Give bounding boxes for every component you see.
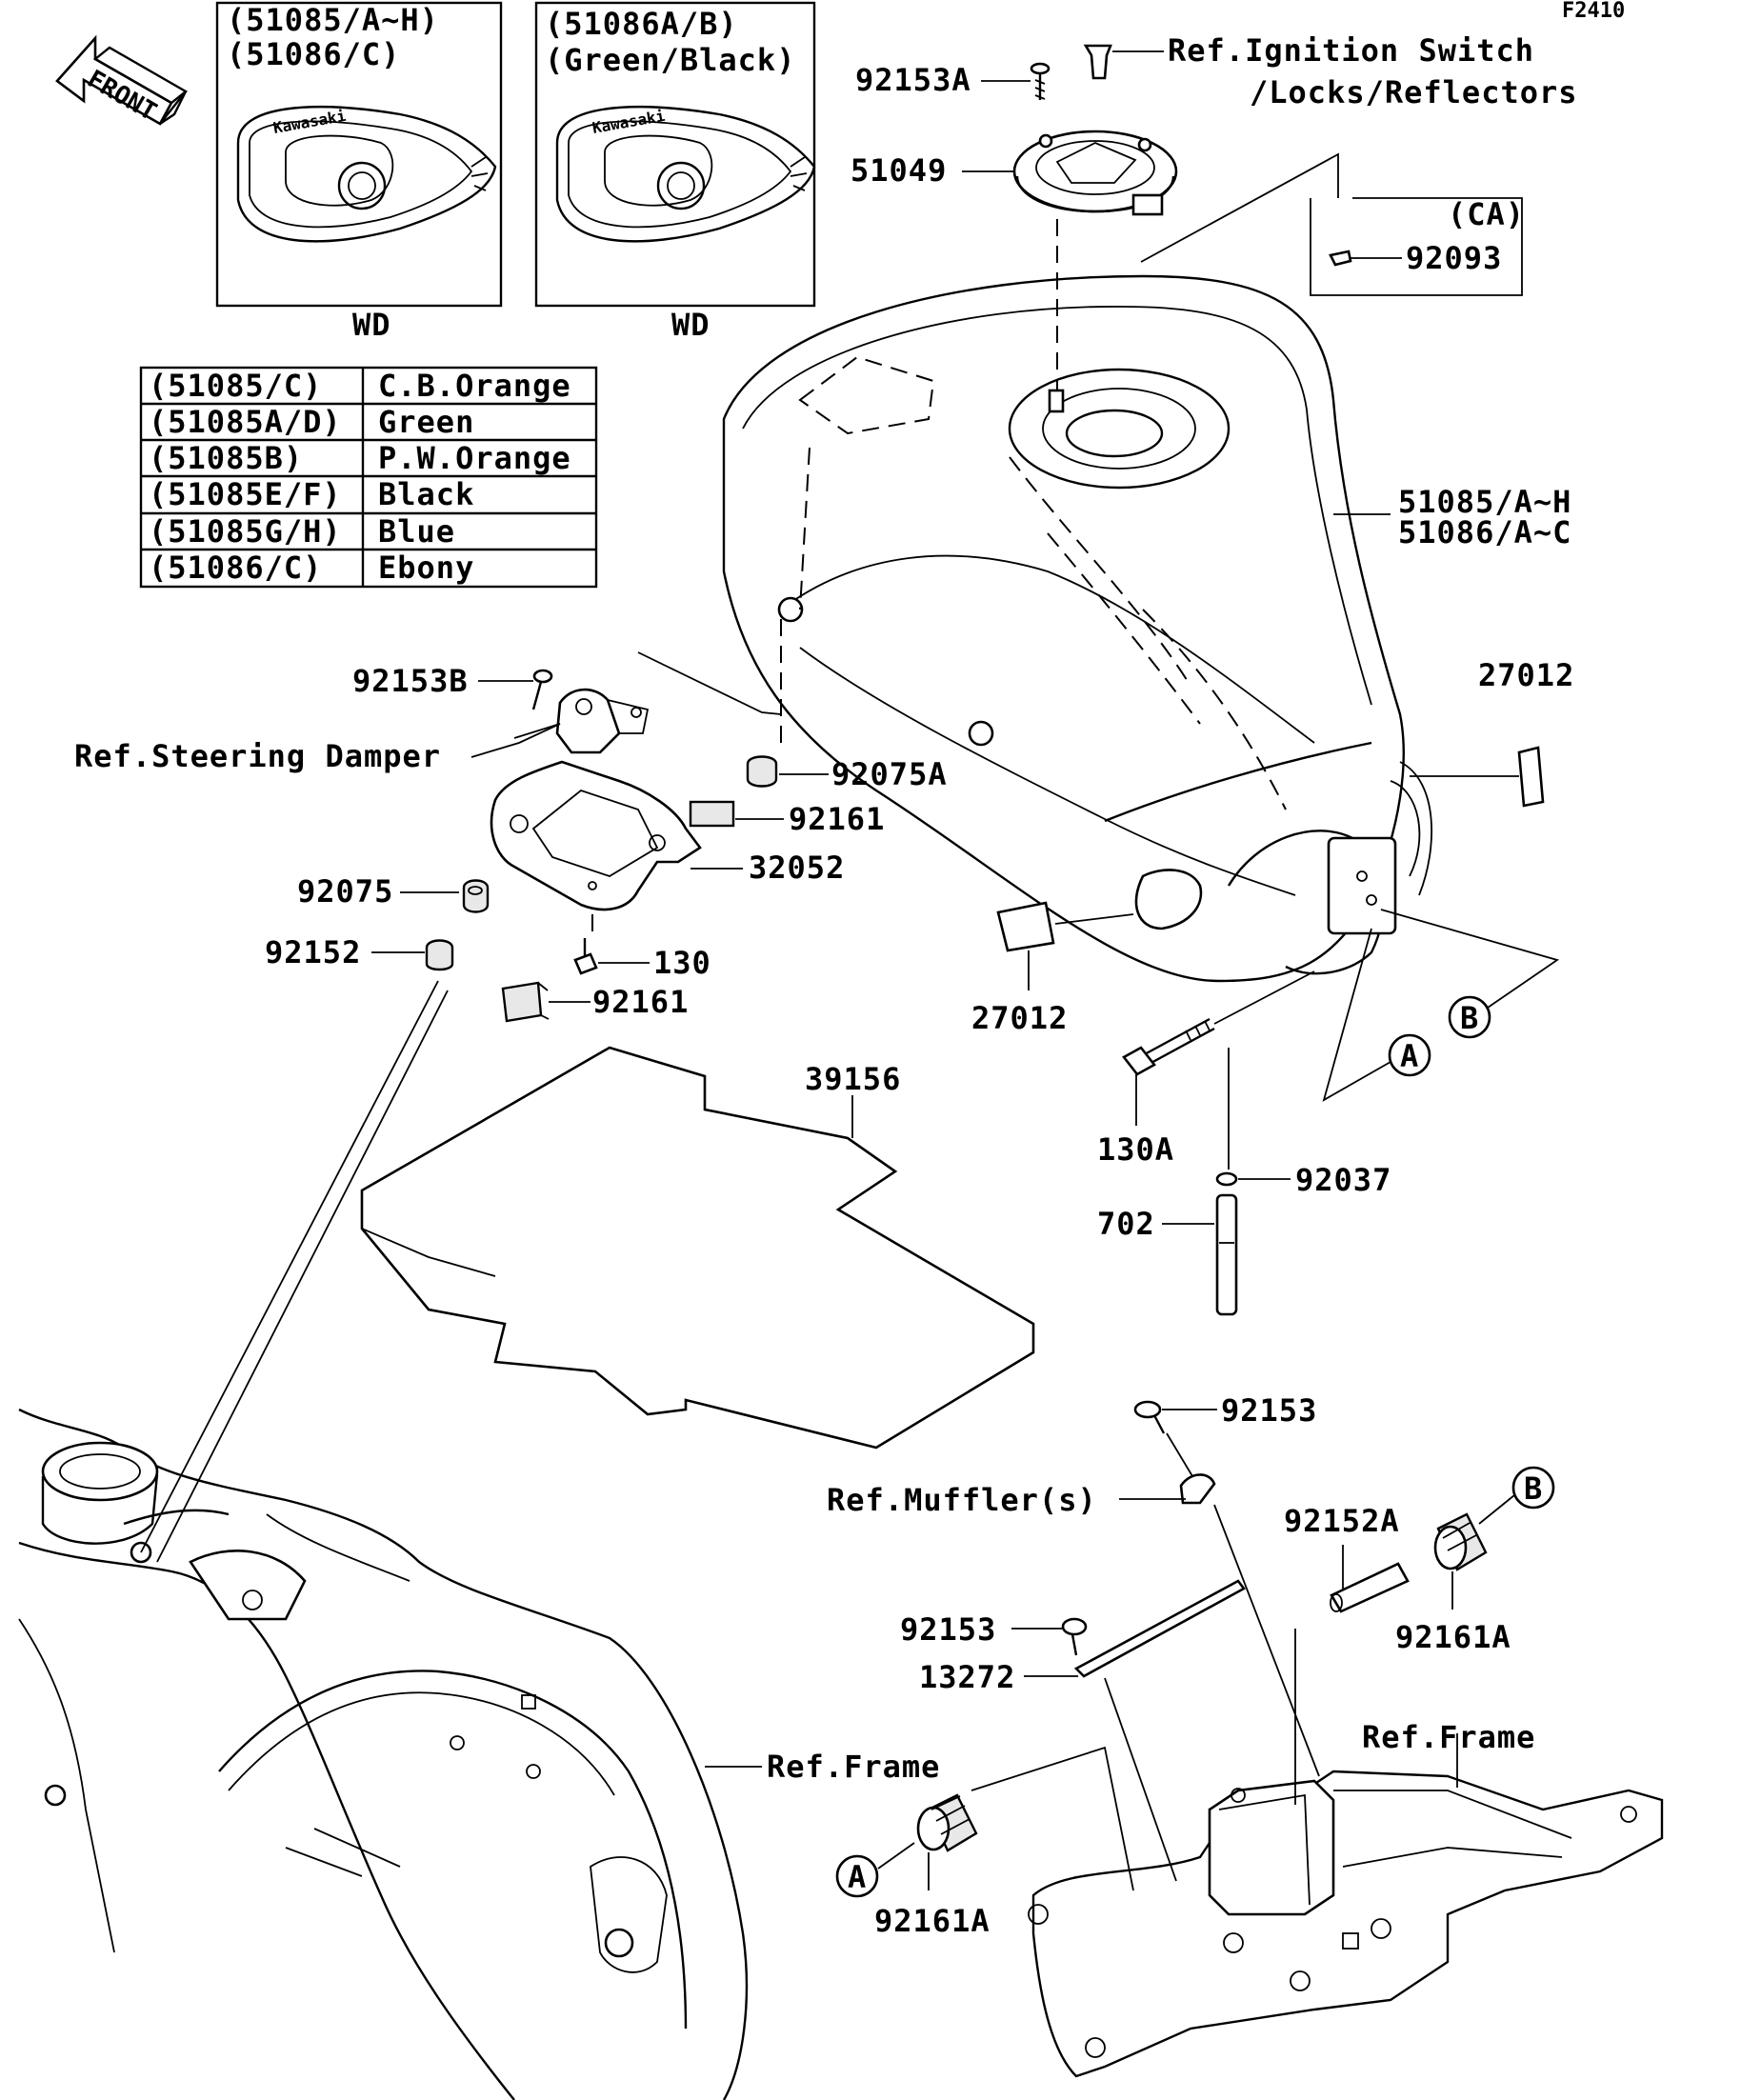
hose-702-icon	[1215, 1193, 1238, 1316]
ca-box: (CA) 92093	[1310, 196, 1525, 296]
marker-a-label: A	[848, 1859, 867, 1895]
callout-ref-ignition-1: Ref.Ignition Switch	[1168, 32, 1534, 69]
label-27012-icon	[1517, 746, 1545, 808]
grommet-92075A-icon	[746, 755, 778, 788]
callout-ref-steering: Ref.Steering Damper	[74, 738, 441, 774]
callout-tank-1: 51085/A~H	[1398, 484, 1571, 520]
callout-92037: 92037	[1295, 1162, 1391, 1198]
plate-13272-icon	[1073, 1579, 1246, 1678]
front-arrow-icon: FRONT	[55, 34, 189, 127]
muffler-bracket-clip-icon	[1179, 1473, 1216, 1505]
callout-39156: 39156	[805, 1061, 901, 1097]
table-color: Ebony	[378, 550, 474, 586]
marker-a-label: A	[1400, 1038, 1419, 1074]
callout-92152A: 92152A	[1284, 1503, 1400, 1539]
callout-92161A-left: 92161A	[874, 1903, 991, 1939]
fuel-cap-51049-icon	[1012, 130, 1178, 216]
callout-92161-b: 92161	[592, 984, 689, 1020]
callout-92153B: 92153B	[352, 663, 469, 699]
damper-92161A-right-icon	[1433, 1512, 1488, 1571]
callout-130: 130	[653, 945, 711, 981]
callout-ref-frame-right: Ref.Frame	[1362, 1719, 1535, 1755]
screw-92153A-icon	[1030, 62, 1051, 100]
callout-702: 702	[1097, 1206, 1155, 1242]
callout-92152: 92152	[265, 934, 361, 970]
table-code: (51085B)	[149, 440, 303, 476]
callout-27012-top: 27012	[1478, 657, 1574, 693]
table-code: (51085E/F)	[149, 476, 342, 512]
table-code: (51085A/D)	[149, 404, 342, 440]
screw-92153-mid-icon	[1061, 1617, 1088, 1656]
table-color: C.B.Orange	[378, 368, 571, 404]
damper-92161A-left-icon	[916, 1793, 978, 1852]
color-table: (51085/C) C.B.Orange (51085A/D) Green (5…	[139, 366, 598, 589]
ignition-bolt-icon	[1083, 44, 1112, 80]
figure-code: F2410	[1562, 0, 1625, 23]
callout-ref-ignition-2: /Locks/Reflectors	[1250, 74, 1578, 110]
label-27012-icon	[996, 901, 1055, 952]
variant-box-2: (51086A/B) (Green/Black) Kawasaki WD	[534, 1, 816, 343]
table-color: Blue	[378, 513, 455, 550]
callout-27012-bottom: 27012	[971, 1000, 1068, 1036]
grommet-92075-icon	[462, 879, 490, 913]
pad-92161-icon	[501, 981, 550, 1023]
table-code: (51086/C)	[149, 550, 322, 586]
table-color: Black	[378, 476, 474, 512]
marker-b-label: B	[1524, 1470, 1543, 1507]
fuel-tank-icon	[722, 274, 1432, 983]
frame-right-icon	[1028, 1770, 1664, 2078]
table-color: P.W.Orange	[378, 440, 571, 476]
variant-box-2-caption: WD	[671, 307, 710, 343]
callout-92161A-right: 92161A	[1395, 1619, 1511, 1655]
variant-box-2-line2: (Green/Black)	[545, 42, 795, 78]
screw-92153B-icon	[531, 669, 553, 710]
bolt-130A-icon	[1122, 1017, 1215, 1076]
clamp-92037-icon	[1215, 1171, 1238, 1187]
table-color: Green	[378, 404, 474, 440]
callout-92075: 92075	[297, 873, 393, 910]
table-code: (51085G/H)	[149, 513, 342, 550]
callout-32052: 32052	[749, 850, 845, 886]
variant-box-1-line1: (51085/A~H)	[227, 2, 439, 38]
callout-92153-top: 92153	[1221, 1392, 1317, 1429]
frame-left-icon	[18, 1408, 749, 2100]
marker-b-bottom: B	[1511, 1466, 1555, 1510]
screw-92153-top-icon	[1133, 1400, 1166, 1434]
callout-ref-muffler: Ref.Muffler(s)	[827, 1482, 1097, 1518]
callout-92161-a: 92161	[789, 801, 885, 837]
callout-130A: 130A	[1097, 1131, 1174, 1168]
variant-box-2-line1: (51086A/B)	[545, 6, 738, 42]
variant-box-1-logo: Kawasaki	[271, 107, 348, 137]
callout-92153A: 92153A	[855, 62, 971, 98]
tank-top-view-icon: Kawasaki	[555, 106, 816, 243]
callout-13272: 13272	[919, 1659, 1015, 1695]
callout-92075A: 92075A	[831, 756, 948, 792]
callout-ca: (CA)	[1448, 196, 1525, 232]
bracket-32052-icon	[490, 760, 702, 911]
marker-a-top: A	[1388, 1033, 1431, 1077]
marker-b-label: B	[1460, 1000, 1479, 1036]
callout-ref-frame-left: Ref.Frame	[767, 1749, 940, 1785]
variant-box-1-line2: (51086/C)	[227, 36, 400, 72]
variant-box-2-logo: Kawasaki	[590, 107, 667, 137]
callout-92093: 92093	[1406, 240, 1502, 276]
collar-92152-icon	[425, 939, 454, 971]
pad-92161-icon	[689, 800, 735, 828]
steering-damper-bracket-icon	[555, 688, 650, 754]
marker-a-bottom: A	[835, 1854, 879, 1898]
callout-51049: 51049	[850, 152, 947, 189]
bolt-130-icon	[573, 938, 598, 975]
pad-39156-icon	[360, 1046, 1035, 1450]
callout-92153-mid: 92153	[900, 1611, 996, 1648]
collar-92152A-icon	[1330, 1562, 1410, 1613]
table-code: (51085/C)	[149, 368, 322, 404]
variant-box-1-caption: WD	[352, 307, 391, 343]
variant-box-1: (51085/A~H) (51086/C) Kawasaki WD	[215, 1, 503, 343]
tank-top-view-icon: Kawasaki	[236, 106, 497, 243]
callout-tank-2: 51086/A~C	[1398, 514, 1571, 550]
marker-b-top: B	[1448, 995, 1491, 1039]
